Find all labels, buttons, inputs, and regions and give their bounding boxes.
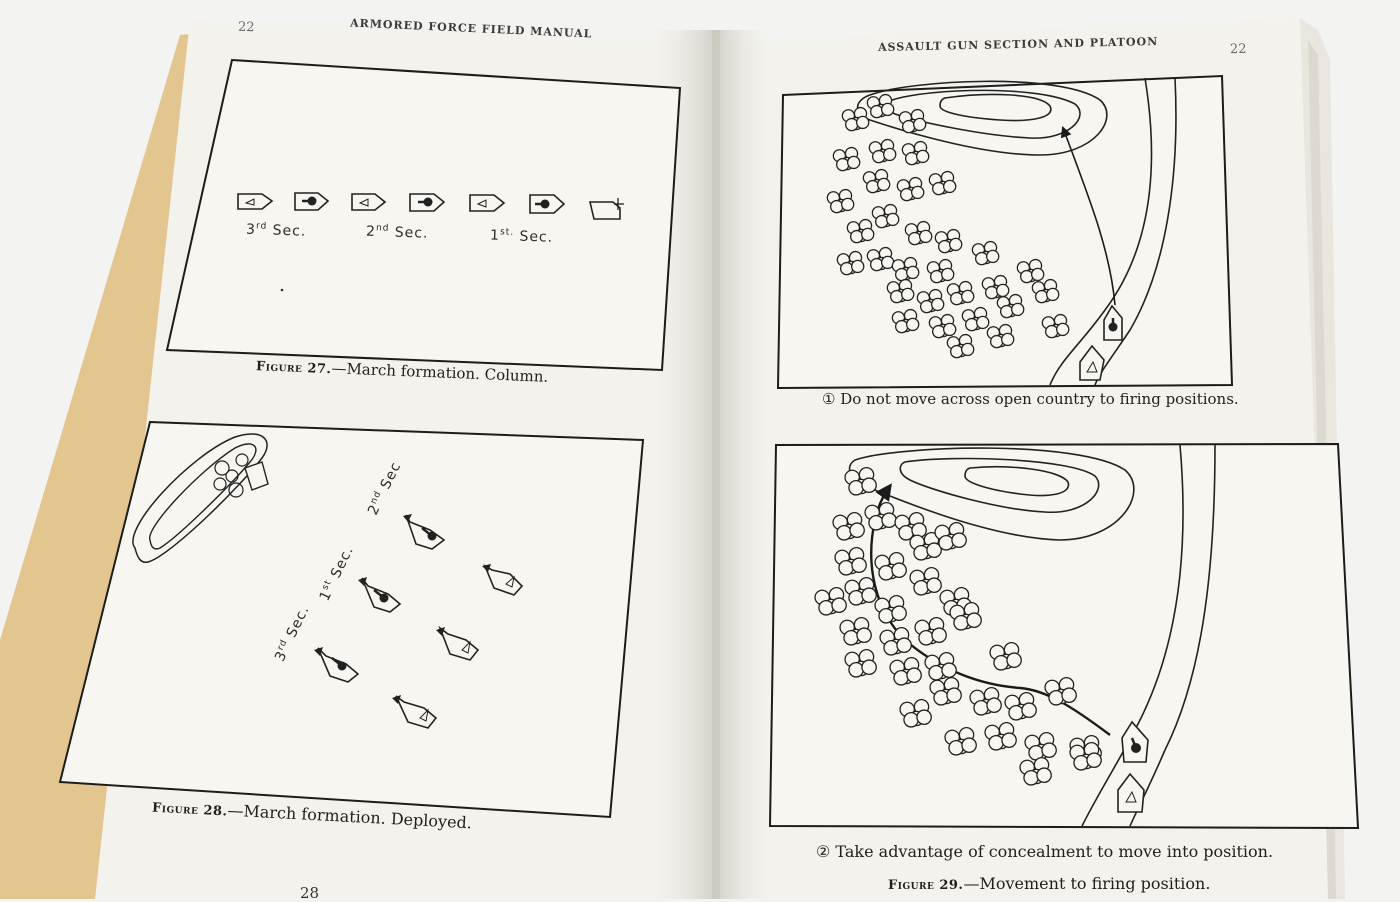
tank-symbol-icon bbox=[392, 695, 438, 729]
route-arrow-icon bbox=[1060, 125, 1116, 306]
tank-symbol-icon bbox=[436, 625, 480, 661]
tree-clump-icon bbox=[814, 466, 1102, 786]
figure-29-caption-label: Figure 29. bbox=[888, 878, 964, 893]
assault-gun-symbol-icon bbox=[529, 194, 566, 214]
tree-clump-icon bbox=[213, 453, 249, 498]
book-cover-edge bbox=[0, 33, 200, 899]
left-page-footer-number: 28 bbox=[300, 884, 320, 902]
assault-gun-symbol-icon bbox=[1121, 720, 1149, 763]
right-page-number: 22 bbox=[1229, 41, 1247, 58]
assault-gun-symbol-icon bbox=[314, 647, 360, 683]
figure-29-caption-text: —Movement to firing position. bbox=[963, 874, 1211, 893]
command-vehicle-symbol-icon bbox=[588, 198, 624, 220]
assault-gun-symbol-icon bbox=[1103, 304, 1123, 341]
fig27-label-1st-sec: 1st. Sec. bbox=[489, 227, 554, 246]
tank-symbol-icon bbox=[482, 564, 524, 596]
figure-27-diagram bbox=[165, 58, 682, 372]
figure-29-panel-1 bbox=[776, 74, 1234, 390]
tank-symbol-icon bbox=[469, 194, 506, 212]
figure-29-panel-2-caption: ② Take advantage of concealment to move … bbox=[816, 842, 1274, 861]
figure-29-panel-2 bbox=[768, 442, 1360, 830]
assault-gun-symbol-icon bbox=[409, 193, 446, 212]
hill-contour-icon bbox=[856, 80, 1108, 156]
assault-gun-symbol-icon bbox=[358, 577, 402, 613]
figure-28-diagram bbox=[58, 420, 645, 819]
tank-symbol-icon bbox=[1079, 344, 1105, 381]
assault-gun-symbol-icon bbox=[294, 192, 330, 211]
figure-29-panel-1-caption: ① Do not move across open country to fir… bbox=[822, 390, 1239, 408]
figure-29-caption: Figure 29.—Movement to firing position. bbox=[888, 874, 1210, 893]
hill-contour-icon bbox=[132, 433, 268, 564]
left-page-number: 22 bbox=[237, 19, 255, 36]
tree-clump-icon bbox=[826, 93, 1070, 359]
tank-symbol-icon bbox=[351, 193, 387, 211]
fig27-label-3rd-sec: 3rd Sec. bbox=[245, 221, 307, 240]
assault-gun-symbol-icon bbox=[403, 514, 446, 550]
tank-symbol-icon bbox=[237, 193, 274, 210]
fig27-label-2nd-sec: 2nd Sec. bbox=[365, 223, 429, 242]
figure-27-caption-label: Figure 27. bbox=[255, 359, 332, 378]
tank-symbol-icon bbox=[1117, 772, 1145, 813]
